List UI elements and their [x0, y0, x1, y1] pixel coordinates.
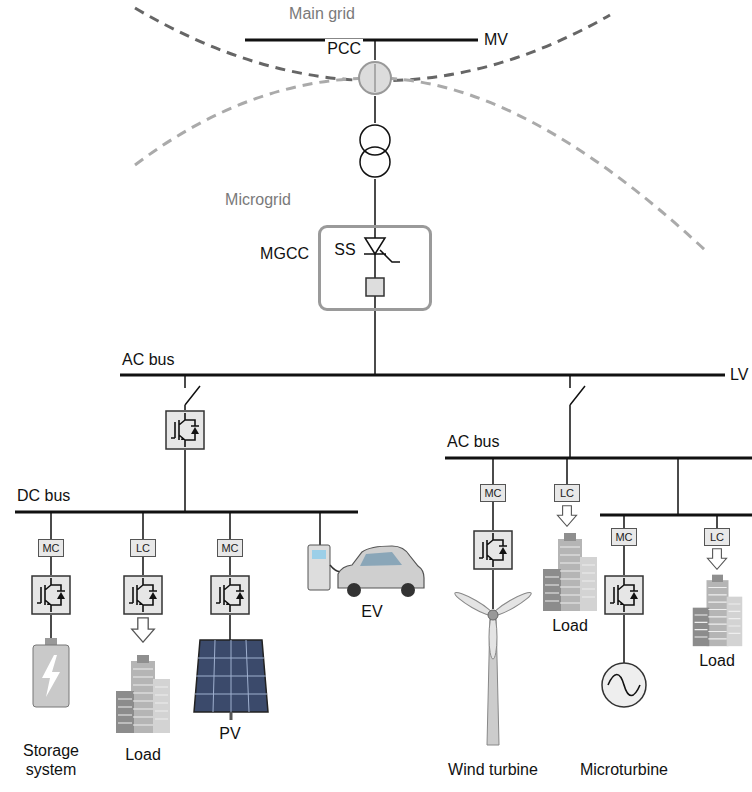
device-label: Storage system [10, 741, 92, 779]
bus-label: MV [482, 30, 510, 49]
bus-label: AC bus [445, 432, 501, 451]
device-label: Microturbine [578, 760, 670, 779]
device-label: Load [697, 651, 737, 670]
pcc-circle [357, 60, 393, 96]
controller-box: MC [611, 528, 637, 546]
node-text: MC [42, 542, 59, 554]
controller-box: MC [217, 539, 243, 557]
node-text: MGCC [258, 244, 311, 263]
bus-label: DC bus [15, 486, 72, 505]
device-label: Wind turbine [446, 760, 540, 779]
feeder-line [374, 96, 376, 225]
bus-label: LV [728, 365, 750, 384]
node-text: MC [484, 487, 501, 499]
node-text: PCC [325, 39, 363, 58]
device-label: EV [359, 602, 384, 621]
controller-box: LC [130, 539, 156, 557]
controller-box: LC [704, 528, 730, 546]
node-text: LC [136, 542, 150, 554]
controller-box: LC [554, 484, 580, 502]
node-text: MC [615, 531, 632, 543]
node-text: MC [221, 542, 238, 554]
node-text: LC [560, 487, 574, 499]
pcc-point: PCC [357, 60, 393, 96]
bus-label: AC bus [120, 350, 176, 369]
device-label: Load [123, 745, 163, 764]
node-text: LC [710, 531, 724, 543]
device-label: PV [217, 724, 242, 743]
region-label: Microgrid [223, 190, 293, 209]
controller-box: MC [480, 484, 506, 502]
region-label: Main grid [287, 4, 357, 23]
mgcc-box: MGCC [318, 225, 432, 311]
device-label: Load [550, 616, 590, 635]
switch-label: SS [332, 240, 357, 259]
controller-box: MC [38, 539, 64, 557]
